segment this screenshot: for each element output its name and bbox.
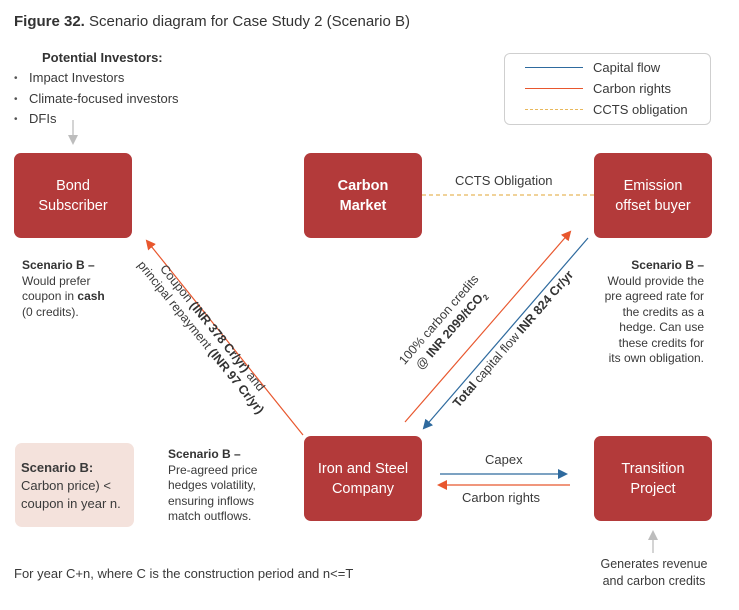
node-label: Emission xyxy=(623,177,683,194)
figure-caption: Scenario diagram for Case Study 2 (Scena… xyxy=(84,13,411,30)
legend: Capital flow Carbon rights CCTS obligati… xyxy=(504,53,711,125)
node-label: Project xyxy=(630,480,676,497)
note-line: pre agreed rate for xyxy=(604,289,704,303)
figure-number: Figure 32. xyxy=(14,13,85,30)
legend-label: Carbon rights xyxy=(593,81,672,96)
node-label: Market xyxy=(339,197,387,214)
note-line: (0 credits). xyxy=(22,304,79,319)
transition-project-note: Generates revenue and carbon credits xyxy=(588,556,720,590)
legend-item-carbon-rights: Carbon rights xyxy=(525,81,671,96)
node-label: Subscriber xyxy=(38,197,108,214)
note-line: Generates revenue xyxy=(600,557,708,571)
note-emphasis: cash xyxy=(77,289,105,303)
note-line: match outflows. xyxy=(168,509,252,523)
scenario-b-callout: Scenario B: Carbon price) < coupon in ye… xyxy=(15,443,134,527)
note-line: Would provide the xyxy=(607,273,704,288)
node-label: offset buyer xyxy=(615,197,691,214)
legend-swatch-capital xyxy=(525,67,583,69)
legend-swatch-ccts xyxy=(525,109,583,111)
bond-subscriber-note: Scenario B – Would prefer coupon in cash… xyxy=(22,258,105,320)
investor-item: DFIs xyxy=(14,109,179,130)
node-label: Transition xyxy=(621,460,685,477)
note-line: coupon in xyxy=(22,289,78,303)
node-label: Bond xyxy=(56,177,90,194)
note-line: Pre-agreed price xyxy=(168,462,258,477)
callout-line: Carbon price) < xyxy=(21,478,111,493)
note-line: these credits for xyxy=(618,335,704,350)
offset-buyer-note: Scenario B – Would provide the pre agree… xyxy=(590,258,704,367)
investors-list: Impact Investors Climate-focused investo… xyxy=(14,68,179,130)
note-line: ensuring inflows xyxy=(168,493,255,508)
capex-label: Capex xyxy=(485,452,523,467)
legend-item-capital-flow: Capital flow xyxy=(525,60,660,75)
legend-label: CCTS obligation xyxy=(593,102,688,117)
coupon-arrow xyxy=(145,239,304,436)
node-emission-offset-buyer: Emission offset buyer xyxy=(594,153,712,238)
steel-company-note: Scenario B – Pre-agreed price hedges vol… xyxy=(168,447,257,525)
footer-note: For year C+n, where C is the constructio… xyxy=(14,566,354,581)
investors-heading: Potential Investors: xyxy=(42,50,163,65)
note-line: its own obligation. xyxy=(608,351,704,365)
note-line: hedge. Can use xyxy=(619,320,704,334)
note-line: hedges volatility, xyxy=(168,478,256,492)
note-heading: Scenario B – xyxy=(22,258,95,272)
callout-heading: Scenario B: xyxy=(21,460,94,475)
legend-swatch-carbon xyxy=(525,88,583,90)
note-heading: Scenario B – xyxy=(168,447,241,461)
legend-label: Capital flow xyxy=(593,60,661,75)
investor-item: Impact Investors xyxy=(14,68,179,89)
note-line: the credits as a xyxy=(622,304,704,319)
investor-item: Climate-focused investors xyxy=(14,89,179,110)
capital-flow-arrow xyxy=(422,237,589,430)
note-line: Would prefer xyxy=(22,273,91,288)
carbon-rights-label: Carbon rights xyxy=(462,490,541,505)
note-line: and carbon credits xyxy=(602,574,706,588)
node-label: Carbon xyxy=(337,177,389,194)
callout-line: coupon in year n. xyxy=(21,496,121,511)
legend-item-ccts-obligation: CCTS obligation xyxy=(525,102,688,117)
note-heading: Scenario B – xyxy=(631,258,704,272)
figure-title: Figure 32. Scenario diagram for Case Stu… xyxy=(14,13,410,30)
node-label: Company xyxy=(331,480,395,497)
ccts-obligation-label: CCTS Obligation xyxy=(455,173,553,188)
node-label: Iron and Steel xyxy=(317,460,409,477)
carbon-credits-arrow xyxy=(404,230,572,423)
